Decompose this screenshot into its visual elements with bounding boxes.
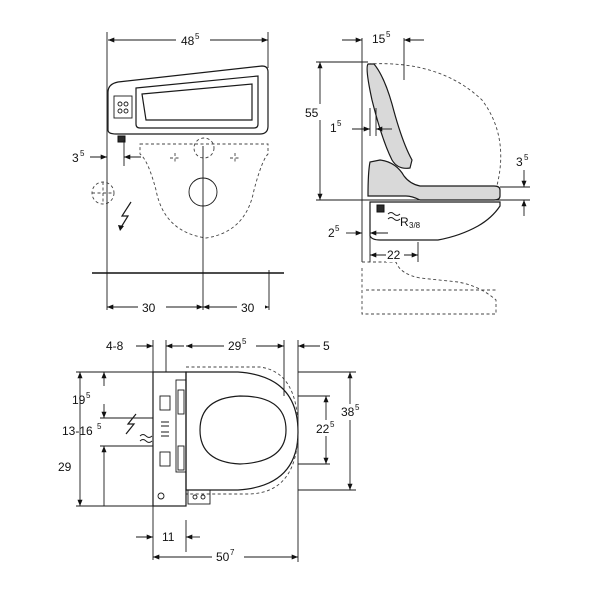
power-socket-cross (92, 182, 114, 204)
dim-overall-length-label: 50 (216, 550, 230, 564)
dim-inner-width-sup: 5 (330, 420, 335, 429)
front-control-button (117, 101, 123, 107)
plan-view: 4-8 29 5 5 19 5 13-16 5 29 22 5 38 5 (55, 337, 370, 564)
dim-lid-gap-sup: 5 (337, 119, 342, 128)
pipe-thread-fraction: 3/8 (409, 221, 421, 230)
dim-height-label: 55 (305, 106, 319, 120)
dim-lid-gap-label: 1 (330, 121, 337, 135)
side-floor-bowl (361, 261, 497, 315)
plan-control-button (192, 494, 198, 500)
dim-back-offset-label: 11 (162, 530, 175, 544)
front-control-button (117, 108, 123, 114)
side-view: 15 5 55 1 5 3 5 2 5 R 3/8 22 (305, 30, 530, 315)
dim-top-depth-sup: 5 (386, 30, 391, 39)
front-control-button (123, 108, 129, 114)
front-control-button (123, 101, 129, 107)
side-seat-body (367, 159, 501, 201)
front-connector (117, 135, 126, 143)
dim-overall-width-label: 48 (181, 34, 195, 48)
electric-icon-tip (118, 225, 124, 231)
plan-seat-outer (185, 371, 299, 491)
side-bowl (369, 201, 501, 241)
side-pipe-stub (376, 204, 385, 213)
plan-control-button (200, 494, 206, 500)
dim-left-range-label: 4-8 (106, 339, 124, 353)
plan-control-panel (187, 489, 211, 505)
dim-overall-width-sup: 5 (195, 32, 200, 41)
water-icon (387, 217, 401, 221)
plan-hinge (177, 389, 185, 415)
pipe-thread-label: R (400, 215, 409, 229)
plan-hinge-strip (175, 379, 187, 473)
dim-pipe-offset-sup: 5 (335, 224, 340, 233)
front-bolt-mark (170, 153, 180, 163)
plan-hinge (177, 445, 185, 471)
side-lid (366, 63, 413, 169)
dim-half-width-right-label: 30 (241, 301, 255, 315)
dim-side-offset-sup: 5 (80, 149, 85, 158)
front-inlet-circle (193, 137, 215, 159)
dim-half-width-left-label: 30 (142, 301, 156, 315)
electric-icon (119, 201, 132, 230)
dim-lower-height-label: 29 (58, 460, 72, 474)
dim-upper-height-sup: 5 (86, 391, 91, 400)
dim-mid-range-sup: 5 (97, 422, 102, 431)
plan-water-icon (139, 434, 153, 438)
dim-side-offset-label: 3 (72, 151, 79, 165)
dim-seat-height-sup: 5 (524, 153, 529, 162)
dim-top-depth-label: 15 (372, 32, 386, 46)
dim-inner-width-label: 22 (316, 422, 330, 436)
front-control-panel (113, 95, 133, 119)
plan-unit-body (152, 371, 187, 507)
dim-overall-length-sup: 7 (230, 548, 235, 557)
dim-front-gap-label: 5 (323, 339, 330, 353)
front-unit-body (107, 65, 269, 135)
dim-seat-length-sup: 5 (242, 337, 247, 346)
dim-seat-height-label: 3 (516, 155, 523, 169)
dim-pipe-offset-label: 2 (328, 226, 335, 240)
front-unit-panel-inner (141, 83, 253, 121)
plan-connector (159, 451, 171, 467)
front-bowl-outline (139, 143, 269, 239)
front-bolt-mark (230, 153, 240, 163)
plan-power-symbol (157, 492, 165, 500)
dim-pipe-depth-label: 22 (387, 248, 401, 262)
side-lid-arc (367, 63, 502, 197)
plan-vent-lines (161, 421, 169, 437)
plan-water-icon (139, 439, 153, 443)
dim-total-width-sup: 5 (355, 403, 360, 412)
water-icon (387, 212, 401, 216)
front-unit-inner-panel (135, 75, 259, 129)
dim-seat-length-label: 29 (228, 339, 242, 353)
plan-electric-icon (125, 413, 137, 435)
dim-mid-range-label: 13-16 (62, 424, 93, 438)
plan-connector (159, 395, 171, 411)
front-view: 48 5 3 5 30 30 (72, 31, 284, 315)
dim-upper-height-label: 19 (72, 393, 86, 407)
plan-seat-inner (199, 395, 287, 465)
dim-total-width-label: 38 (341, 405, 355, 419)
